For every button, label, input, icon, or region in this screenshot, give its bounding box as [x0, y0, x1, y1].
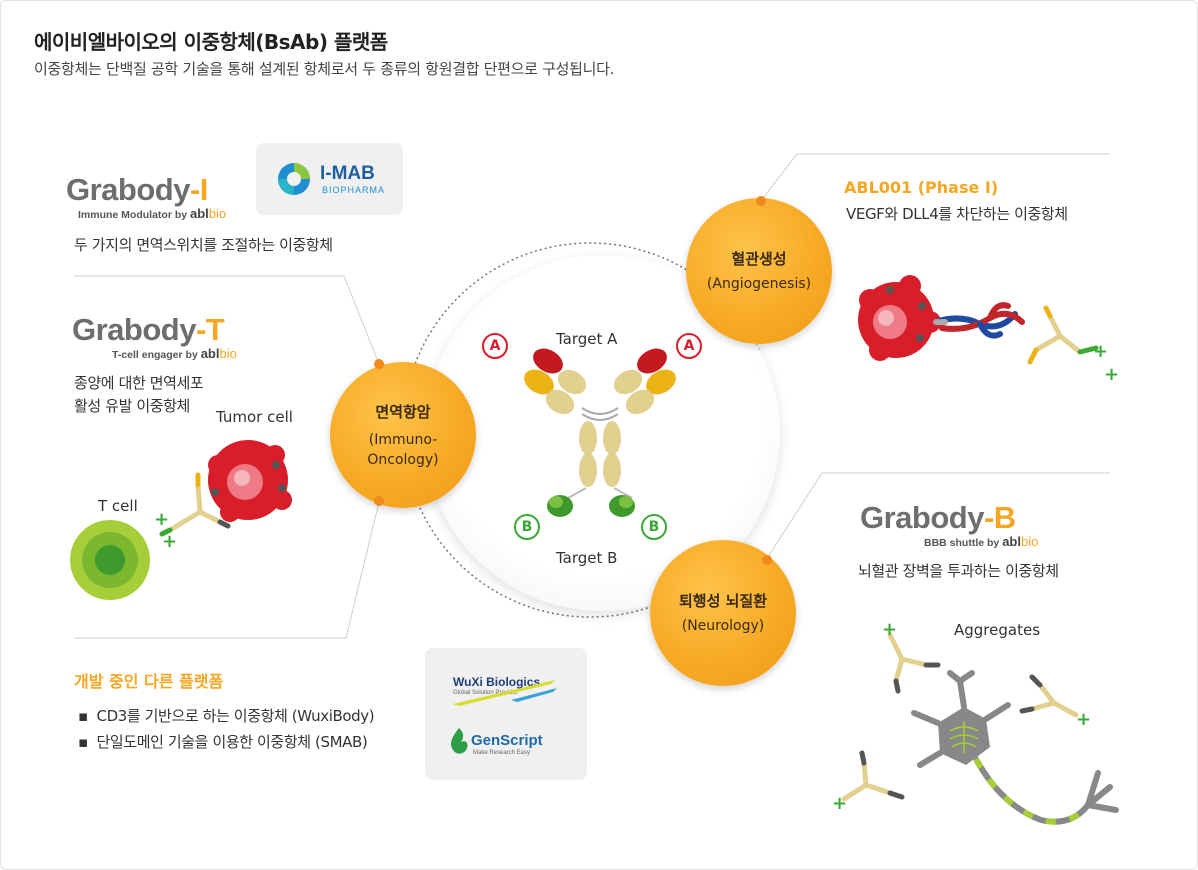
target-b-label: Target B [556, 549, 618, 567]
angiogenesis-title: 혈관생성 [731, 249, 787, 268]
grabody-t-logo-suffix: -T [195, 312, 225, 347]
aggregates-label: Aggregates [954, 621, 1041, 639]
angiogenesis-illustration: + + [858, 275, 1119, 385]
abl-brand: abl [1002, 534, 1021, 549]
connector-dot [374, 496, 384, 506]
genscript-logo-sub: Make Research Easy [473, 750, 531, 756]
angiogenesis-subtitle: (Angiogenesis) [706, 275, 812, 292]
page-title: 에이비엘바이오의 이중항체(BsAb) 플랫폼 [34, 30, 388, 54]
other-platform-item: ▪ 단일도메인 기술을 이용한 이중항체 (SMAB) [78, 733, 368, 751]
badge-b-left: B [514, 514, 540, 540]
target-a-label: Target A [556, 330, 618, 348]
grabody-b-tagline: BBB shuttle by [924, 537, 1000, 549]
badge-a-left: A [482, 333, 508, 359]
neurology-subtitle: (Neurology) [681, 617, 765, 634]
connector-dot [762, 555, 772, 565]
badge-b-right: B [641, 514, 667, 540]
tumor-cell-icon [858, 275, 941, 361]
partner-logos-box: WuXi Biologics Global Solution Provider … [425, 648, 587, 780]
bio-brand: bio [1020, 534, 1039, 549]
connector-dot [374, 359, 384, 369]
tumor-cell-icon [208, 440, 292, 522]
other-platform-item: ▪ CD3를 기반으로 하는 이중항체 (WuxiBody) [78, 707, 375, 725]
grabody-t-desc-line2: 활성 유발 이중항체 [74, 397, 190, 415]
grabody-b-desc: 뇌혈관 장벽을 투과하는 이중항체 [858, 562, 1059, 580]
neurology-circle: 퇴행성 뇌질환 (Neurology) [650, 540, 796, 686]
antibody-icon [841, 750, 905, 802]
abl-brand: abl [200, 346, 220, 361]
abl001-title: ABL001 (Phase Ⅰ) [844, 178, 999, 197]
other-platforms-title: 개발 중인 다른 플랫폼 [74, 672, 224, 691]
grabody-i-logo: Grabody-I Immune Modulator by ablbio [66, 172, 226, 221]
svg-text:+: + [154, 509, 169, 530]
bio-brand: bio [208, 206, 227, 221]
grabody-t-logo-main: Grabody [72, 312, 196, 347]
antibody-icon [887, 632, 941, 694]
imab-logo-text: I-MAB [320, 163, 375, 184]
imab-logo-sub: BIOPHARMA [322, 185, 386, 195]
grabody-b-logo-suffix: -B [983, 500, 1016, 535]
svg-text:+: + [832, 793, 847, 814]
grabody-i-logo-main: Grabody [66, 172, 190, 207]
badge-a-right: A [676, 333, 702, 359]
antibody-icon [1027, 305, 1099, 365]
page-subtitle: 이중항체는 단백질 공학 기술을 통해 설계된 항체로서 두 종류의 항원결합 … [34, 60, 615, 78]
grabody-i-logo-suffix: -I [189, 172, 208, 207]
immuno-oncology-subtitle-2: Oncology) [367, 451, 439, 468]
genscript-logo-text: GenScript [471, 732, 543, 749]
antibody-icon [1019, 674, 1079, 718]
genscript-logo-icon [451, 728, 468, 754]
t-cell-label: T cell [98, 497, 138, 515]
wuxi-logo-swoosh [453, 680, 557, 706]
tumor-cell-label: Tumor cell [216, 408, 293, 426]
svg-text:+: + [882, 619, 897, 640]
blood-vessel-icon [933, 302, 1025, 339]
imab-logo-icon [278, 163, 310, 195]
neuron-icon [911, 670, 1119, 825]
other-platform-item-2: 단일도메인 기술을 이용한 이중항체 (SMAB) [96, 733, 368, 751]
neurology-title: 퇴행성 뇌질환 [678, 591, 768, 610]
bispecific-antibody-icon [524, 348, 676, 517]
grabody-b-logo: Grabody-B BBB shuttle by ablbio [860, 500, 1038, 549]
immuno-oncology-circle: 면역항암 (Immuno- Oncology) [330, 362, 476, 508]
svg-text:+: + [1104, 364, 1119, 385]
grabody-t-logo: Grabody-T T-cell engager by ablbio [72, 312, 237, 361]
grabody-t-desc: 종양에 대한 면역세포 활성 유발 이중항체 [74, 372, 204, 418]
antibody-icon [159, 472, 231, 537]
grabody-i-tagline: Immune Modulator by [78, 209, 188, 221]
grabody-t-desc-line1: 종양에 대한 면역세포 [74, 374, 204, 392]
svg-text:+: + [1076, 709, 1091, 730]
svg-text:+: + [1093, 341, 1108, 362]
other-platform-item-1: CD3를 기반으로 하는 이중항체 (WuxiBody) [96, 707, 375, 725]
t-cell-engager-illustration: + + [70, 440, 292, 600]
bio-brand: bio [219, 346, 237, 361]
angiogenesis-circle: 혈관생성 (Angiogenesis) [686, 198, 832, 344]
imab-logo-box: I-MAB BIOPHARMA [256, 143, 403, 215]
neuron-illustration: + + + [832, 619, 1119, 825]
immuno-oncology-title: 면역항암 [375, 402, 431, 421]
wuxi-logo-text: WuXi Biologics [453, 675, 541, 689]
t-cell-icon [70, 520, 150, 600]
svg-text:+: + [162, 531, 177, 552]
abl001-desc: VEGF와 DLL4를 차단하는 이중항체 [846, 205, 1068, 223]
immuno-oncology-subtitle-1: (Immuno- [368, 431, 438, 448]
wuxi-logo-sub: Global Solution Provider [453, 690, 518, 696]
abl-brand: abl [190, 206, 209, 221]
connector-dot [756, 196, 766, 206]
grabody-t-tagline: T-cell engager by [112, 349, 198, 361]
grabody-i-desc: 두 가지의 면역스위치를 조절하는 이중항체 [74, 236, 333, 254]
grabody-b-logo-main: Grabody [860, 500, 984, 535]
